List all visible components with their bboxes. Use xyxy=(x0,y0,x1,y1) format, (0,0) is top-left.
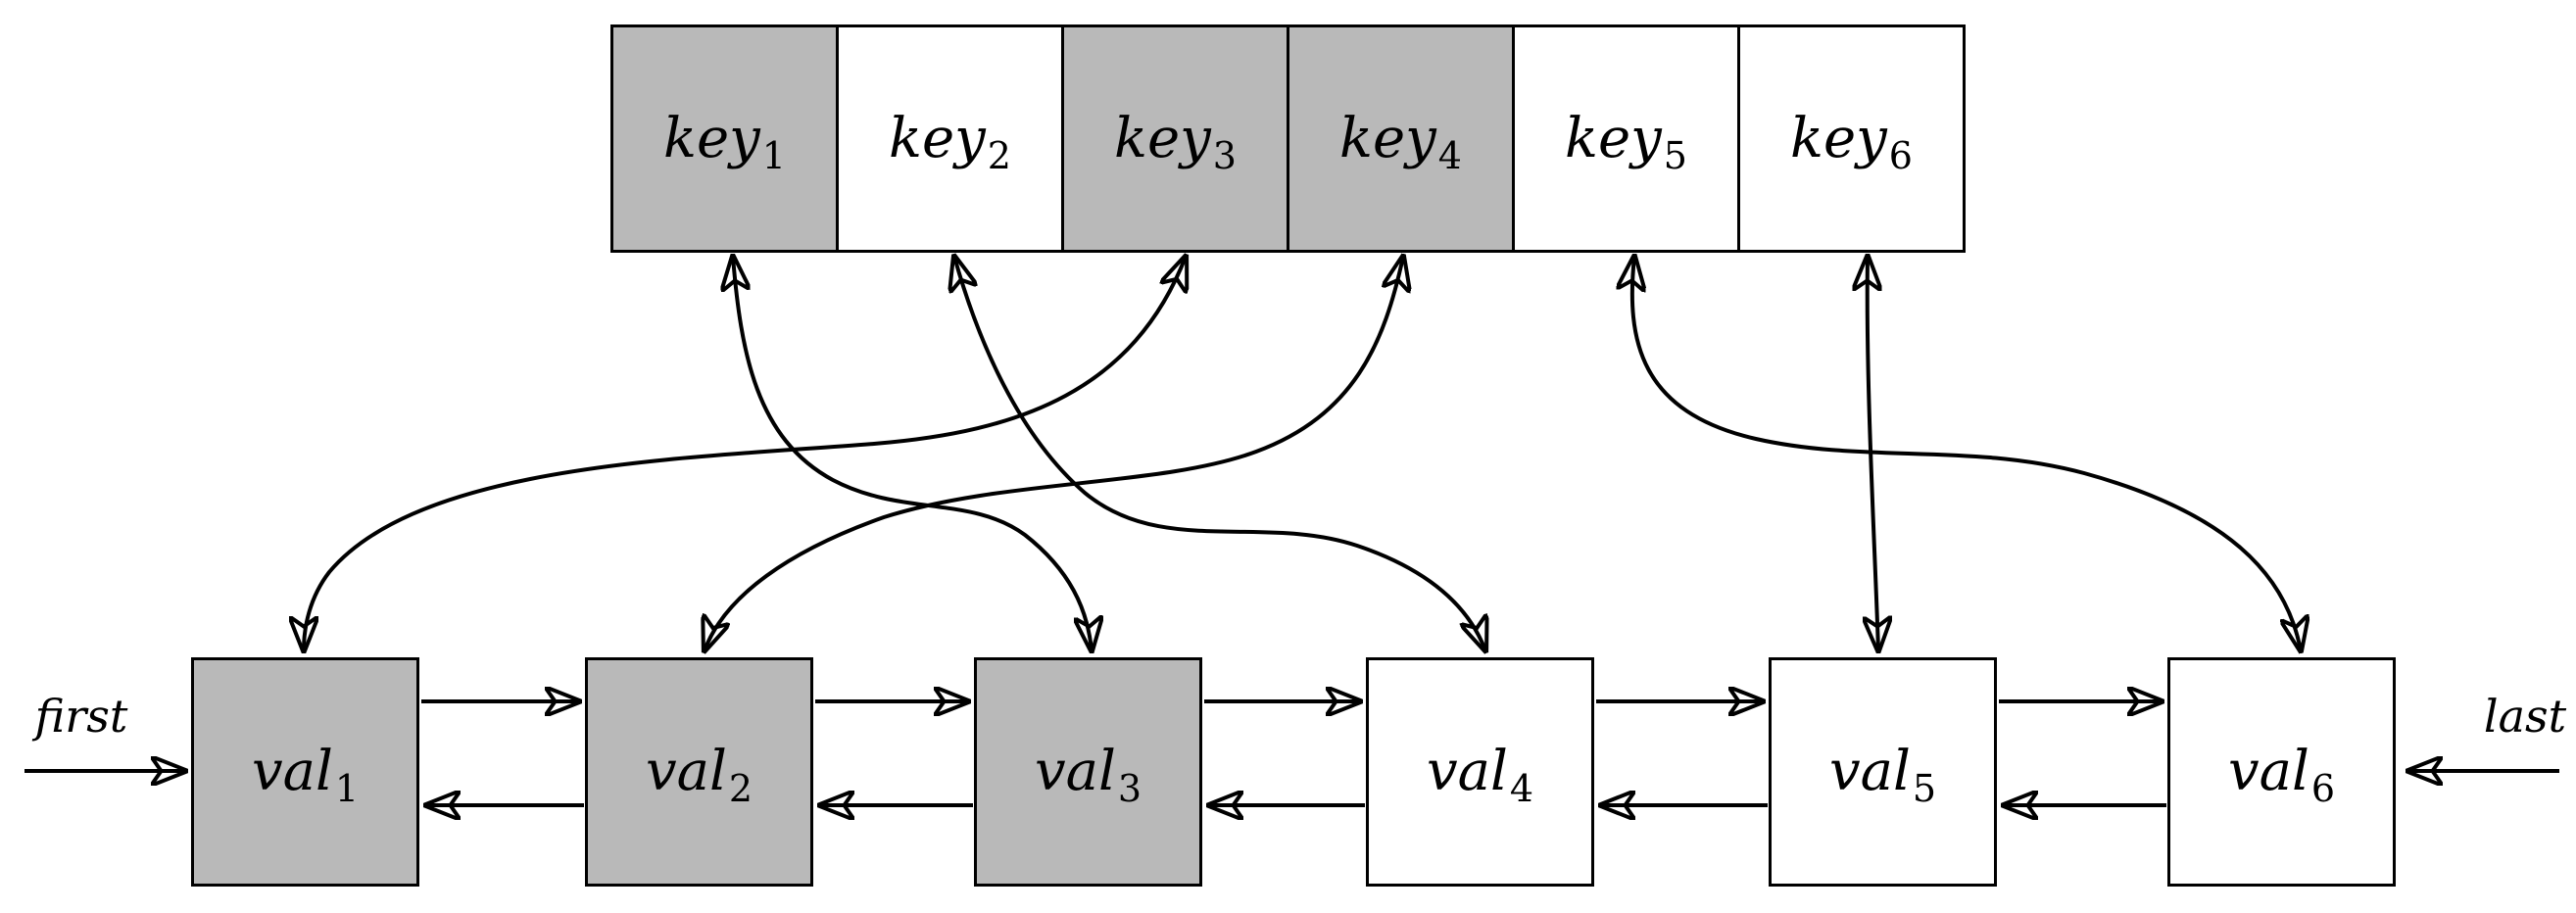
key-cell-4-label: key4 xyxy=(1339,106,1462,177)
val-node-3: val3 xyxy=(974,657,1202,887)
val-node-4: val4 xyxy=(1366,657,1594,887)
key-cell-2: key2 xyxy=(836,24,1064,253)
connector-key4-val2 xyxy=(705,257,1403,650)
val-node-1-label: val1 xyxy=(251,740,360,810)
connector-key5-val6 xyxy=(1632,257,2301,650)
key-array-row: key1 key2 key3 key4 key5 key6 xyxy=(610,24,1966,253)
connector-key2-val4 xyxy=(954,257,1485,650)
key-cell-6-label: key6 xyxy=(1790,106,1913,177)
val-node-4-label: val4 xyxy=(1426,740,1534,810)
val-node-2-label: val2 xyxy=(645,740,753,810)
val-node-6: val6 xyxy=(2167,657,2396,887)
key-cell-5: key5 xyxy=(1512,24,1740,253)
key-cell-1: key1 xyxy=(610,24,839,253)
last-pointer-label: last xyxy=(2483,690,2567,743)
key-cell-4: key4 xyxy=(1287,24,1515,253)
connector-key6-val5 xyxy=(1868,257,1878,650)
val-node-1: val1 xyxy=(191,657,419,887)
key-cell-1-label: key1 xyxy=(663,106,786,177)
val-node-3-label: val3 xyxy=(1034,740,1142,810)
val-node-5-label: val5 xyxy=(1828,740,1937,810)
first-pointer-label: first xyxy=(34,690,128,743)
key-cell-3-label: key3 xyxy=(1114,106,1237,177)
key-cell-6: key6 xyxy=(1737,24,1966,253)
val-node-6-label: val6 xyxy=(2227,740,2336,810)
key-cell-3: key3 xyxy=(1061,24,1289,253)
key-cell-2-label: key2 xyxy=(889,106,1011,177)
key-cell-5-label: key5 xyxy=(1565,106,1687,177)
val-node-2: val2 xyxy=(585,657,813,887)
val-node-5: val5 xyxy=(1769,657,1997,887)
connector-key1-val3 xyxy=(733,257,1092,650)
